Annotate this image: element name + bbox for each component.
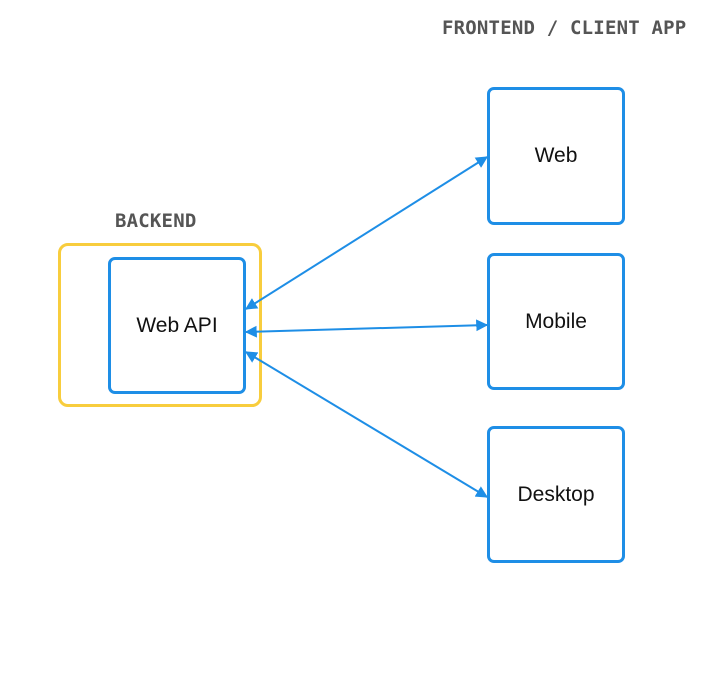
desktop-client-node-label: Desktop — [517, 482, 595, 506]
mobile-client-node: Mobile — [487, 253, 625, 390]
web-client-node-label: Web — [534, 144, 578, 167]
connector-webapi-web — [244, 156, 489, 310]
web-api-node-label: Web API — [136, 313, 218, 337]
frontend-client-app-label: FRONTEND / CLIENT APP — [442, 17, 687, 39]
web-api-node: Web API — [108, 257, 246, 394]
connector-webapi-mobile — [244, 319, 489, 338]
web-client-node: Web — [487, 87, 625, 225]
desktop-client-node: Desktop — [487, 426, 625, 563]
mobile-client-node-label: Mobile — [525, 309, 587, 333]
backend-label: BACKEND — [115, 210, 197, 232]
connector-webapi-desktop — [244, 351, 489, 498]
